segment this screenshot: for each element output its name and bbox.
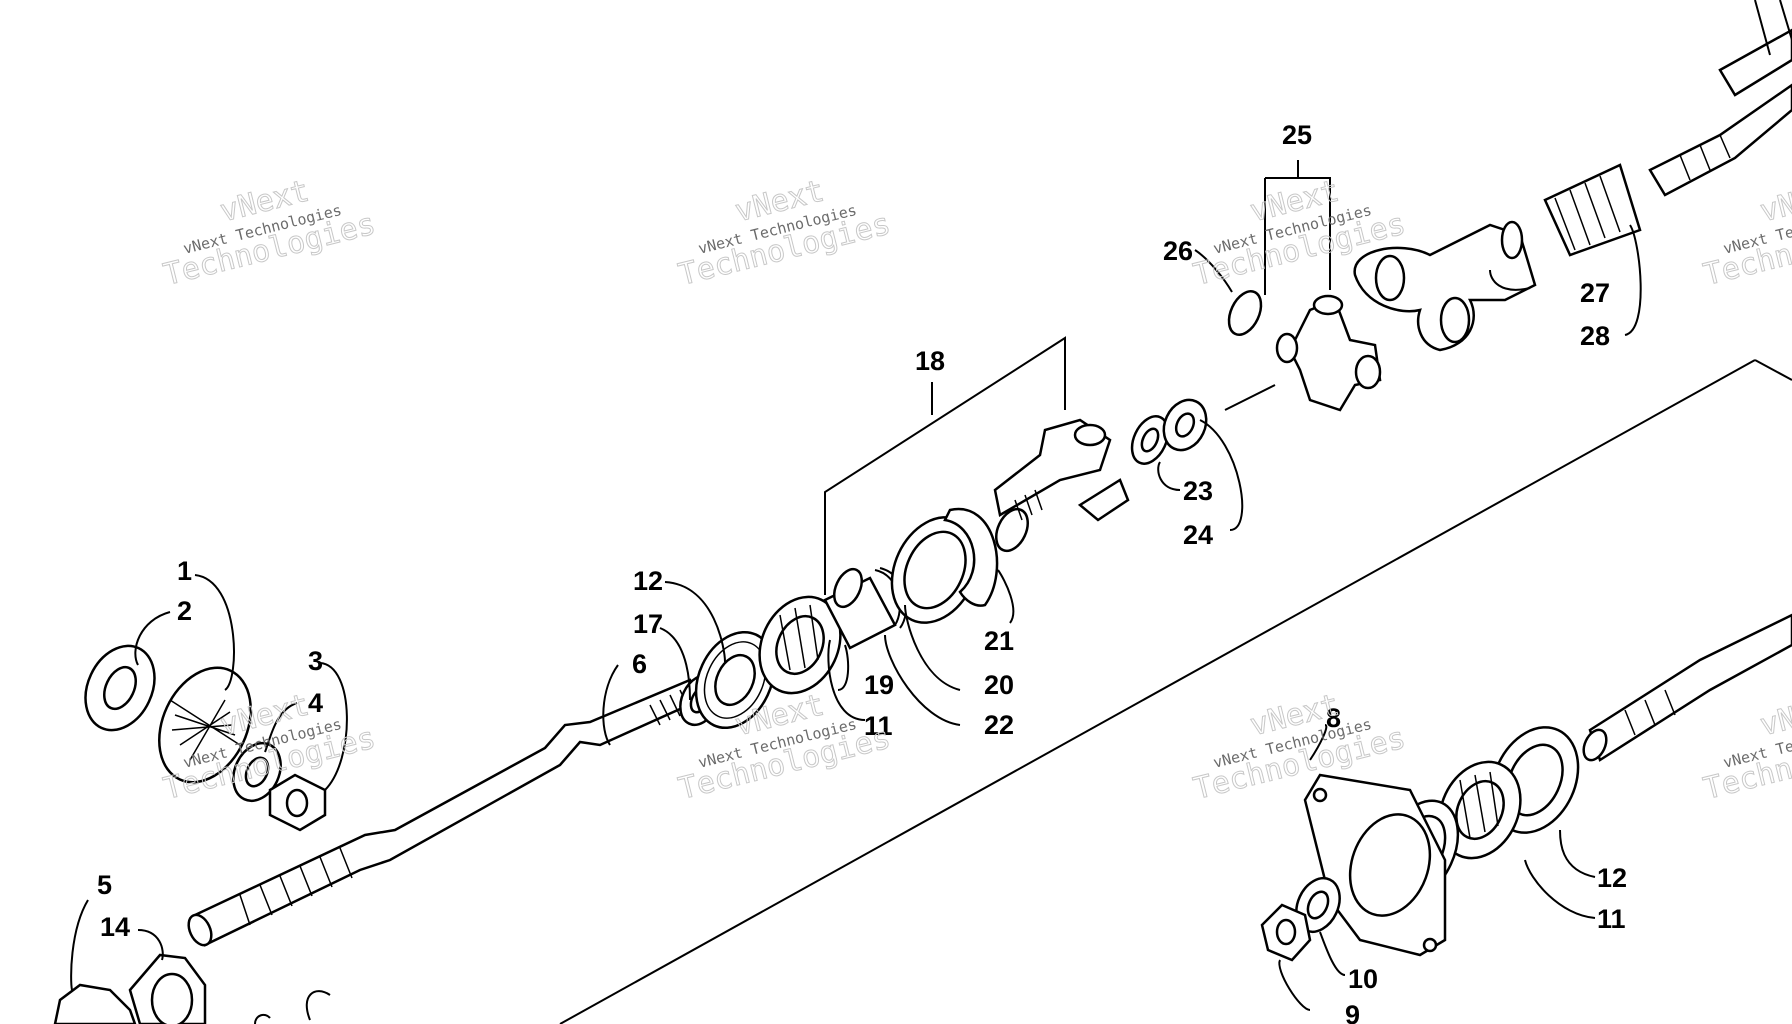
- callout-9: 9: [1345, 1000, 1360, 1024]
- callout-labels: 1 2 3 4 5 6 8 9 10 11 11 12 12 14 17 18 …: [97, 120, 1627, 1024]
- callout-2: 2: [177, 596, 192, 626]
- callout-12b: 12: [1597, 863, 1627, 893]
- callout-11: 11: [864, 711, 893, 741]
- callout-22: 22: [984, 710, 1014, 740]
- washer-2: [84, 644, 156, 732]
- drive-shaft-right: [1582, 613, 1792, 762]
- callout-10: 10: [1348, 964, 1378, 994]
- watermark-4: vNext vNext Technologies Technologies: [1700, 173, 1792, 293]
- o-ring-26: [1227, 290, 1263, 336]
- svg-text:vNext: vNext: [1757, 688, 1792, 744]
- washer-23: [1130, 415, 1170, 465]
- clip-bottom: [254, 990, 331, 1024]
- callout-20: 20: [984, 670, 1014, 700]
- gear-1: [158, 666, 252, 784]
- callout-19: 19: [864, 670, 894, 700]
- callout-1: 1: [177, 556, 192, 586]
- callout-11b: 11: [1597, 904, 1626, 934]
- hub-14: [128, 953, 207, 1024]
- callout-27: 27: [1580, 278, 1610, 308]
- divider-line: [559, 359, 1756, 1024]
- callout-17: 17: [633, 609, 663, 639]
- bearing-12: [694, 630, 776, 730]
- svg-text:vNext: vNext: [1757, 174, 1792, 230]
- callout-12: 12: [633, 566, 663, 596]
- callout-21: 21: [984, 626, 1014, 656]
- shield-21: [943, 507, 999, 607]
- watermarks: vNext vNext Technologies Technologies vN…: [160, 173, 1792, 807]
- boot-28: [1543, 163, 1642, 257]
- callout-8: 8: [1326, 703, 1341, 733]
- callout-24: 24: [1183, 520, 1213, 550]
- yoke-27: [1353, 220, 1537, 352]
- leader-lines: [70, 224, 1642, 1011]
- bearing-11: [758, 595, 842, 695]
- nut-24: [1162, 398, 1208, 452]
- washer-4: [232, 742, 282, 802]
- nut-3: [268, 773, 327, 832]
- callout-23: 23: [1183, 476, 1213, 506]
- washer-10: [1295, 877, 1341, 933]
- sleeve-19: [823, 567, 897, 650]
- callout-5: 5: [97, 870, 112, 900]
- drive-shaft-top: [1648, 0, 1792, 197]
- bearing-housing-8: [1303, 773, 1447, 957]
- gear-5: [53, 983, 137, 1024]
- nut-9: [1260, 903, 1312, 962]
- callout-25: 25: [1282, 120, 1312, 150]
- callout-3: 3: [308, 646, 323, 676]
- callout-6: 6: [632, 649, 647, 679]
- bracket-lines: [824, 160, 1331, 595]
- callout-18: 18: [915, 346, 945, 376]
- callout-28: 28: [1580, 321, 1610, 351]
- callout-4: 4: [308, 688, 323, 718]
- bearing-11-right: [1438, 760, 1522, 860]
- yoke-18: [993, 418, 1130, 553]
- axle-shaft: [187, 678, 702, 947]
- callout-14: 14: [100, 912, 130, 942]
- watermark-2: vNext vNext Technologies Technologies: [675, 173, 895, 293]
- callout-26: 26: [1163, 236, 1193, 266]
- watermark-1: vNext vNext Technologies Technologies: [160, 173, 380, 293]
- universal-joint-25: [1275, 294, 1382, 412]
